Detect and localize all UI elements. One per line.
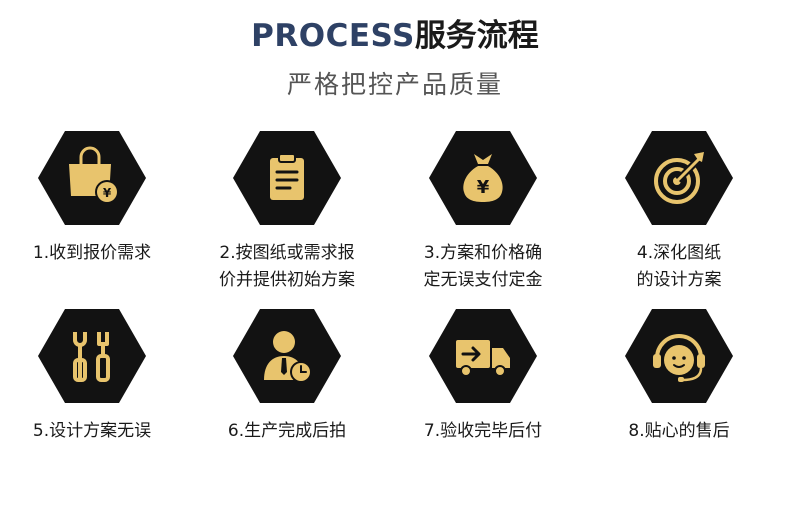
money-bag-icon: ¥ — [429, 131, 537, 225]
title-english: PROCESS — [251, 18, 415, 54]
step-label: 5.设计方案无误 — [32, 421, 152, 441]
step-label: 4.深化图纸 的设计方案 — [636, 243, 722, 290]
step-label: 3.方案和价格确 定无误支付定金 — [423, 243, 543, 290]
process-step-5: 5.设计方案无误 — [2, 308, 182, 445]
step-label: 6.生产完成后拍 — [227, 421, 347, 441]
worker-clock-icon — [233, 309, 341, 403]
process-step-8: 8.贴心的售后 — [589, 308, 769, 445]
process-step-2: 2.按图纸或需求报 价并提供初始方案 — [197, 130, 377, 294]
process-step-3: ¥ 3.方案和价格确 定无误支付定金 — [393, 130, 573, 294]
delivery-truck-icon — [429, 309, 537, 403]
customer-service-headset-icon — [625, 309, 733, 403]
svg-text:¥: ¥ — [477, 177, 490, 198]
step-label: 2.按图纸或需求报 价并提供初始方案 — [219, 243, 355, 290]
step-label: 7.验收完毕后付 — [423, 421, 543, 441]
process-step-7: 7.验收完毕后付 — [393, 308, 573, 445]
process-step-4: 4.深化图纸 的设计方案 — [589, 130, 769, 294]
step-label: 8.贴心的售后 — [628, 421, 730, 441]
clipboard-icon — [233, 131, 341, 225]
title-chinese: 服务流程 — [414, 18, 539, 54]
shopping-bag-yen-icon: ¥ — [38, 131, 146, 225]
step-label: 1.收到报价需求 — [32, 243, 152, 263]
process-step-1: ¥ 1.收到报价需求 — [2, 130, 182, 267]
process-step-6: 6.生产完成后拍 — [197, 308, 377, 445]
target-arrow-icon — [625, 131, 733, 225]
page-title: PROCESS服务流程 — [0, 16, 790, 56]
svg-text:¥: ¥ — [103, 186, 112, 200]
page-subtitle: 严格把控产品质量 — [286, 70, 503, 99]
tools-icon — [38, 309, 146, 403]
page-header: PROCESS服务流程 严格把控产品质量 — [0, 16, 790, 100]
